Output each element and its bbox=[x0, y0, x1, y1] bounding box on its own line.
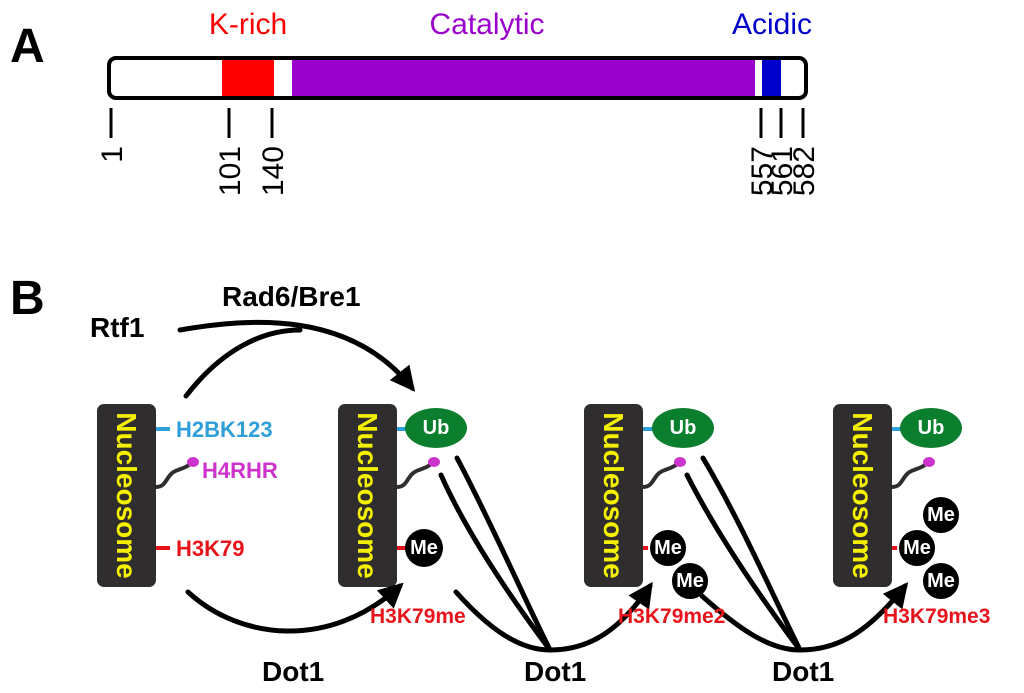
nucleosome-unmodified: Nucleosome H2BK123 H4RHR H3K79 bbox=[97, 404, 278, 587]
nucleosome-box bbox=[97, 404, 156, 587]
ub-label: Ub bbox=[670, 417, 697, 439]
residue-label-1: 1 bbox=[96, 146, 129, 163]
rad6-bre1-label: Rad6/Bre1 bbox=[222, 281, 361, 312]
residue-label-101: 101 bbox=[214, 146, 247, 196]
h4-tail bbox=[396, 462, 433, 489]
rtf1-label: Rtf1 bbox=[90, 312, 144, 343]
nucleosome-label: Nucleosome bbox=[598, 412, 629, 579]
me-mark bbox=[897, 528, 937, 568]
ub-mark bbox=[652, 408, 714, 448]
me-label: Me bbox=[927, 570, 955, 592]
protein-bar-outline bbox=[107, 56, 808, 100]
nucleosome-box bbox=[833, 404, 892, 587]
catalytic-domain bbox=[292, 59, 755, 97]
residue-label-140: 140 bbox=[257, 146, 290, 196]
ub-label: Ub bbox=[423, 417, 450, 439]
h4-tail bbox=[642, 462, 679, 489]
dot1-arrows bbox=[185, 455, 909, 653]
nucleosome-me3: Nucleosome Ub Me Me Me bbox=[833, 404, 962, 601]
ub-mark bbox=[900, 408, 962, 448]
h4rhr-patch bbox=[428, 457, 440, 467]
nucleosome-label: Nucleosome bbox=[847, 412, 878, 579]
me-mark bbox=[921, 495, 961, 535]
dot1-label-1: Dot1 bbox=[262, 656, 324, 687]
ub-label: Ub bbox=[918, 417, 945, 439]
h2bk123-label: H2BK123 bbox=[176, 417, 273, 442]
h4rhr-patch bbox=[674, 457, 686, 467]
nucleosome-label: Nucleosome bbox=[352, 412, 383, 579]
dot1-arrow-step3 bbox=[699, 582, 909, 653]
h4rhr-patch bbox=[923, 457, 935, 467]
dot1-step2-ub-line bbox=[454, 455, 553, 653]
h4rhr-patch bbox=[187, 457, 199, 467]
nucleosome-me2: Nucleosome Ub Me Me bbox=[584, 404, 714, 601]
domain-label-acidic: Acidic bbox=[732, 8, 812, 41]
h4-tail bbox=[891, 462, 928, 489]
state-label-me3: H3K79me3 bbox=[883, 605, 990, 628]
me-label: Me bbox=[927, 504, 955, 526]
residue-label-557: 557 bbox=[746, 146, 779, 196]
protein-schematic bbox=[107, 56, 808, 100]
nucleosome-label: Nucleosome bbox=[111, 412, 142, 579]
me-mark bbox=[670, 561, 710, 601]
rad6-arrow bbox=[177, 319, 416, 399]
residue-label-561: 561 bbox=[766, 146, 799, 196]
state-label-me1: H3K79me bbox=[370, 605, 466, 628]
dot1-label-3: Dot1 bbox=[772, 656, 834, 687]
ub-mark bbox=[405, 408, 467, 448]
acidic-domain bbox=[762, 59, 781, 97]
panel-b-label: B bbox=[10, 272, 45, 325]
rtf1-to-ub-arrow bbox=[177, 319, 416, 392]
domain-label-k-rich: K-rich bbox=[209, 8, 287, 41]
dot1-label-2: Dot1 bbox=[524, 656, 586, 687]
k-rich-domain bbox=[222, 59, 274, 97]
state-label-me2: H3K79me2 bbox=[618, 605, 725, 628]
me-mark bbox=[405, 529, 443, 567]
dot1-step2-h4-line bbox=[438, 472, 553, 653]
h3k79-label: H3K79 bbox=[176, 536, 244, 561]
me-label: Me bbox=[903, 537, 931, 559]
h2b-to-rad6-curve bbox=[183, 327, 303, 399]
panel-a-label: A bbox=[10, 20, 45, 73]
residue-ticks bbox=[109, 108, 805, 138]
h4rhr-label: H4RHR bbox=[202, 458, 278, 483]
me-label: Me bbox=[676, 570, 704, 592]
residue-label-582: 582 bbox=[788, 146, 821, 196]
dot1-step3-ub-line bbox=[700, 455, 803, 653]
h4-tail bbox=[155, 462, 192, 489]
dot1-step3-h4-line bbox=[684, 472, 803, 653]
domain-label-catalytic: Catalytic bbox=[429, 8, 544, 41]
me-label: Me bbox=[410, 537, 438, 559]
me-label: Me bbox=[654, 537, 682, 559]
me-mark bbox=[921, 561, 961, 601]
dot1-arrow-step1 bbox=[185, 582, 404, 634]
nucleosome-box bbox=[338, 404, 397, 587]
nucleosome-me1: Nucleosome Ub Me bbox=[338, 404, 467, 587]
me-mark bbox=[648, 528, 688, 568]
nucleosome-box bbox=[584, 404, 643, 587]
